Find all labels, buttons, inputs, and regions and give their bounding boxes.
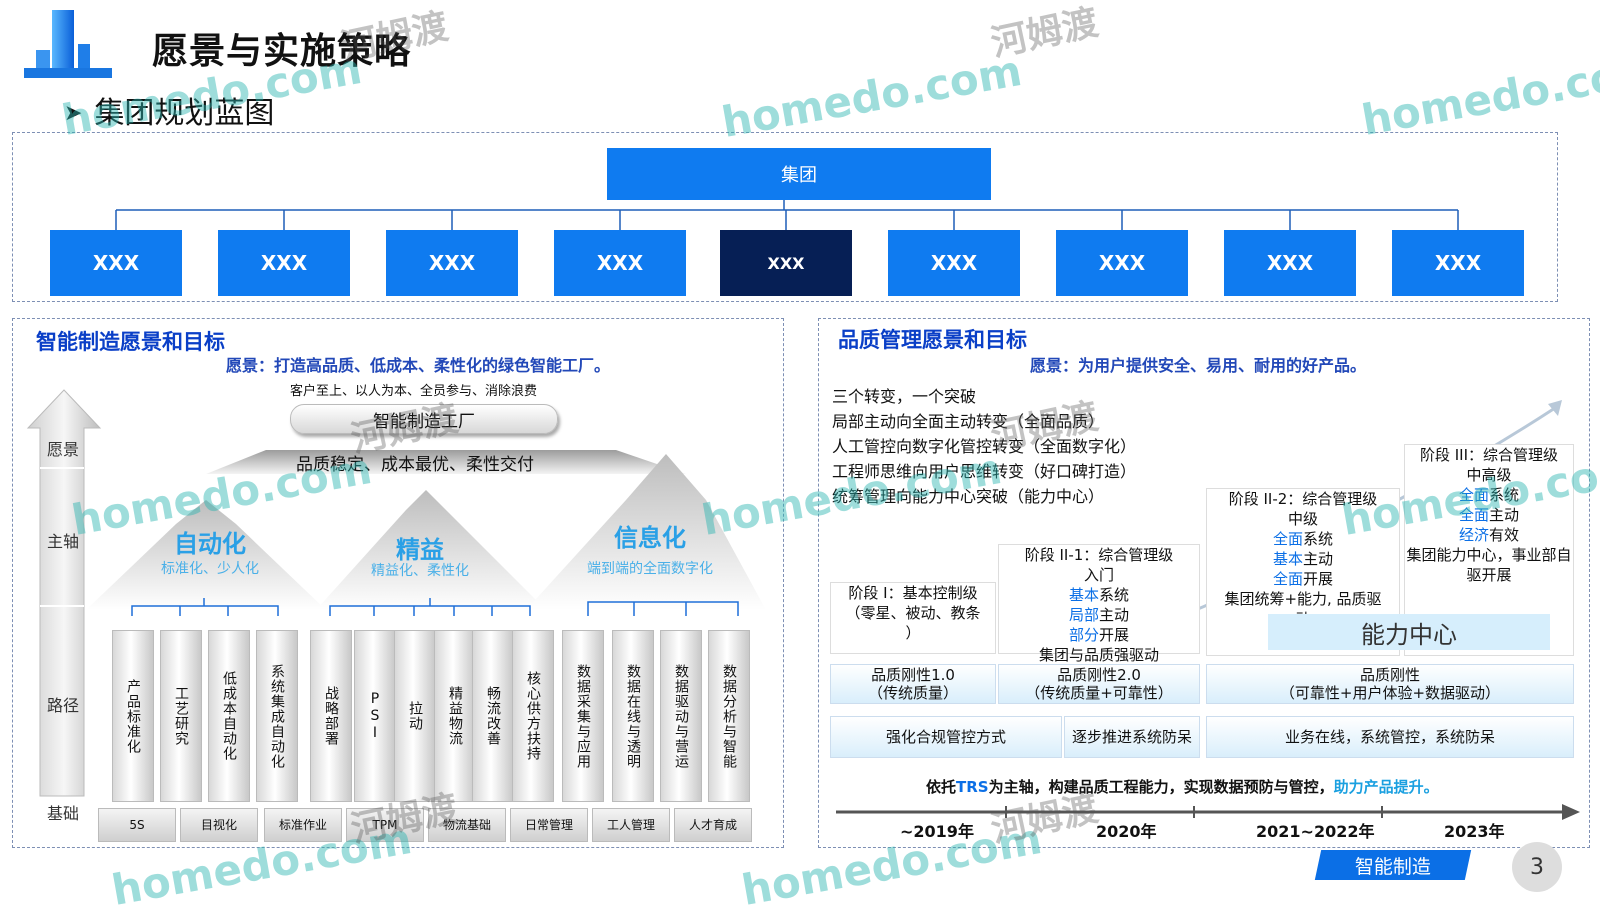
foundation-box: 人才育成 bbox=[674, 808, 752, 842]
unit-box[interactable]: XXX bbox=[1056, 230, 1188, 296]
transform-item: 人工管控向数字化管控转变（全面数字化） bbox=[832, 437, 1137, 456]
approach-2-band: 逐步推进系统防呆 bbox=[1064, 716, 1200, 758]
rigidity-1-band: 品质刚性1.0（传统质量） bbox=[830, 664, 996, 704]
unit-box[interactable]: XXX bbox=[50, 230, 182, 296]
arrow-right-icon: ➤ bbox=[64, 101, 83, 126]
unit-box[interactable]: XXX bbox=[888, 230, 1020, 296]
path-pillar: PSI bbox=[354, 630, 396, 802]
section-tab[interactable]: 智能制造 bbox=[1314, 850, 1472, 880]
approach-1-band: 强化合规管控方式 bbox=[830, 716, 1062, 758]
timeline-label: 2021~2022年 bbox=[1256, 822, 1375, 841]
axis-label-vision: 愿景 bbox=[46, 440, 79, 459]
unit-box[interactable]: XXX bbox=[554, 230, 686, 296]
path-pillar: 产品标准化 bbox=[112, 630, 154, 802]
path-pillar: 系统集成自动化 bbox=[256, 630, 298, 802]
timeline-label: ~2019年 bbox=[900, 822, 974, 841]
peak-lean-title: 精益 bbox=[396, 536, 444, 564]
path-pillar: 战略部署 bbox=[310, 630, 352, 802]
logo-icon bbox=[22, 6, 114, 96]
org-chart-panel bbox=[12, 132, 1558, 302]
unit-box[interactable]: XXX bbox=[218, 230, 350, 296]
unit-box[interactable]: XXX bbox=[386, 230, 518, 296]
peak-it-sub: 端到端的全面数字化 bbox=[587, 561, 713, 577]
left-heading: 智能制造愿景和目标 bbox=[36, 330, 225, 354]
rigidity-3-band: 品质刚性（可靠性+用户体验+数据驱动） bbox=[1206, 664, 1574, 704]
vertical-axis-arrow bbox=[26, 389, 102, 797]
path-pillar: 畅流改善 bbox=[472, 630, 514, 802]
pillar-connectors bbox=[131, 598, 739, 616]
transform-item: 统筹管理向能力中心突破（能力中心） bbox=[832, 487, 1105, 506]
org-connectors bbox=[115, 200, 1459, 230]
page-number: 3 bbox=[1512, 842, 1562, 892]
timeline-label: 2023年 bbox=[1444, 822, 1505, 841]
foundation-box: TPM bbox=[346, 808, 424, 842]
foundation-box: 5S bbox=[98, 808, 176, 842]
path-pillar: 精益物流 bbox=[434, 630, 476, 802]
approach-3-band: 业务在线，系统管控，系统防呆 bbox=[1206, 716, 1574, 758]
unit-box[interactable]: XXX bbox=[720, 230, 852, 296]
foundation-box: 物流基础 bbox=[428, 808, 506, 842]
stage-2-1-box: 阶段 II-1：综合管理级 入门 基本系统 局部主动 部分开展 集团与品质强驱动 bbox=[998, 544, 1200, 664]
path-pillar: 数据采集与应用 bbox=[562, 630, 604, 802]
path-pillar: 数据分析与智能 bbox=[708, 630, 750, 802]
peak-lean-sub: 精益化、柔性化 bbox=[371, 563, 469, 579]
unit-box[interactable]: XXX bbox=[1224, 230, 1356, 296]
foundation-box: 目视化 bbox=[180, 808, 258, 842]
right-vision: 愿景：为用户提供安全、易用、耐用的好产品。 bbox=[1030, 356, 1367, 375]
axis-label-path: 路径 bbox=[46, 696, 79, 715]
stage-1-box: 阶段 I：基本控制级 （零星、被动、教条 ） bbox=[830, 582, 996, 654]
timeline-label: 2020年 bbox=[1096, 822, 1157, 841]
axis-label-main: 主轴 bbox=[46, 532, 79, 551]
path-pillar: 数据在线与透明 bbox=[612, 630, 654, 802]
page-subtitle: ➤ 集团规划蓝图 bbox=[64, 88, 274, 132]
capability-center-banner: 能力中心 bbox=[1268, 614, 1550, 650]
left-vision: 愿景：打造高品质、低成本、柔性化的绿色智能工厂。 bbox=[226, 356, 611, 375]
transform-list: 三个转变，一个突破 局部主动向全面主动转变（全面品质） 人工管控向数字化管控转变… bbox=[832, 384, 1136, 509]
subtitle-text: 集团规划蓝图 bbox=[94, 96, 275, 131]
mountain-peaks bbox=[86, 450, 766, 610]
right-heading: 品质管理愿景和目标 bbox=[838, 328, 1027, 352]
path-pillar: 拉动 bbox=[394, 630, 436, 802]
unit-box[interactable]: XXX bbox=[1392, 230, 1524, 296]
org-connector-line bbox=[115, 200, 1459, 230]
foundation-box: 标准作业 bbox=[264, 808, 342, 842]
path-pillar: 数据驱动与营运 bbox=[660, 630, 702, 802]
goals-text: 品质稳定、成本最优、柔性交付 bbox=[296, 455, 534, 475]
axis-label-foundation: 基础 bbox=[46, 804, 79, 823]
foundation-box: 工人管理 bbox=[592, 808, 670, 842]
rigidity-2-band: 品质刚性2.0（传统质量+可靠性） bbox=[998, 664, 1200, 704]
path-pillar: 工艺研究 bbox=[160, 630, 202, 802]
page-title: 愿景与实施策略 bbox=[152, 31, 412, 72]
transform-item: 局部主动向全面主动转变（全面品质） bbox=[832, 412, 1105, 431]
smart-manufacturing-panel bbox=[12, 318, 784, 848]
path-pillar: 核心供方扶持 bbox=[512, 630, 554, 802]
group-box[interactable]: 集团 bbox=[607, 148, 991, 200]
peak-automation-title: 自动化 bbox=[174, 530, 246, 558]
path-pillar: 低成本自动化 bbox=[208, 630, 250, 802]
quality-management-panel bbox=[818, 318, 1590, 848]
factory-pill: 智能制造工厂 bbox=[290, 404, 558, 434]
left-values: 客户至上、以人为本、全员参与、消除浪费 bbox=[290, 384, 538, 399]
peak-it-title: 信息化 bbox=[614, 524, 686, 552]
transform-item: 三个转变，一个突破 bbox=[832, 387, 977, 406]
transform-item: 工程师思维向用户思维转变（好口碑打造） bbox=[832, 462, 1137, 481]
timeline-axis bbox=[836, 804, 1580, 820]
peak-automation-sub: 标准化、少人化 bbox=[161, 561, 259, 577]
foundation-box: 日常管理 bbox=[510, 808, 588, 842]
trs-note: 依托TRS为主轴，构建品质工程能力，实现数据预防与管控，助力产品提升。 bbox=[926, 778, 1439, 796]
